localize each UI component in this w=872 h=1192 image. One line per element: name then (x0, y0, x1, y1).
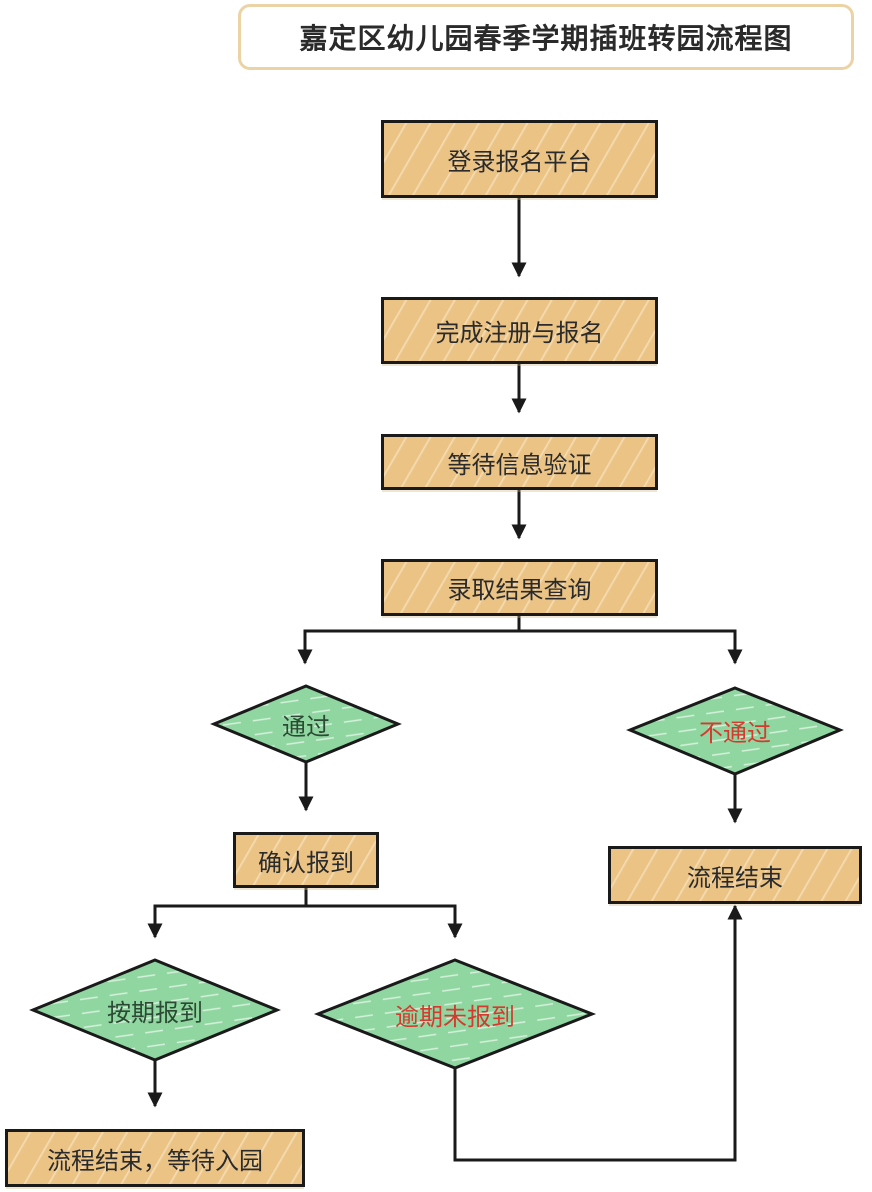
edge-confirm-overdue (306, 904, 463, 939)
decision-overdue (313, 958, 597, 1070)
node-register-label: 完成注册与报名 (435, 319, 604, 347)
node-end-fail-label: 流程结束 (687, 863, 783, 892)
node-verify: 等待信息验证 (381, 434, 658, 490)
edge-overdue-end (453, 904, 743, 1162)
node-confirm: 确认报到 (233, 832, 379, 888)
edge-query-fail (519, 629, 743, 665)
node-verify-label: 等待信息验证 (447, 450, 592, 479)
node-end-success-label: 流程结束，等待入园 (47, 1146, 263, 1175)
edge-query-split (297, 616, 521, 665)
node-login-label: 登录报名平台 (447, 147, 592, 176)
node-end-success: 流程结束，等待入园 (5, 1129, 305, 1187)
decision-on-time (29, 958, 281, 1062)
decision-fail (626, 686, 844, 776)
node-confirm-label: 确认报到 (258, 848, 354, 877)
diagram-title: 嘉定区幼儿园春季学期插班转园流程图 (299, 22, 793, 55)
node-register: 完成注册与报名 (381, 297, 658, 364)
node-login: 登录报名平台 (381, 120, 658, 198)
decision-pass (210, 684, 402, 764)
node-end-fail: 流程结束 (608, 846, 862, 904)
title-box: 嘉定区幼儿园春季学期插班转园流程图 (238, 4, 854, 70)
edge-confirm-ontime (147, 888, 308, 939)
node-query: 录取结果查询 (381, 559, 658, 616)
node-query-label: 录取结果查询 (447, 576, 592, 604)
